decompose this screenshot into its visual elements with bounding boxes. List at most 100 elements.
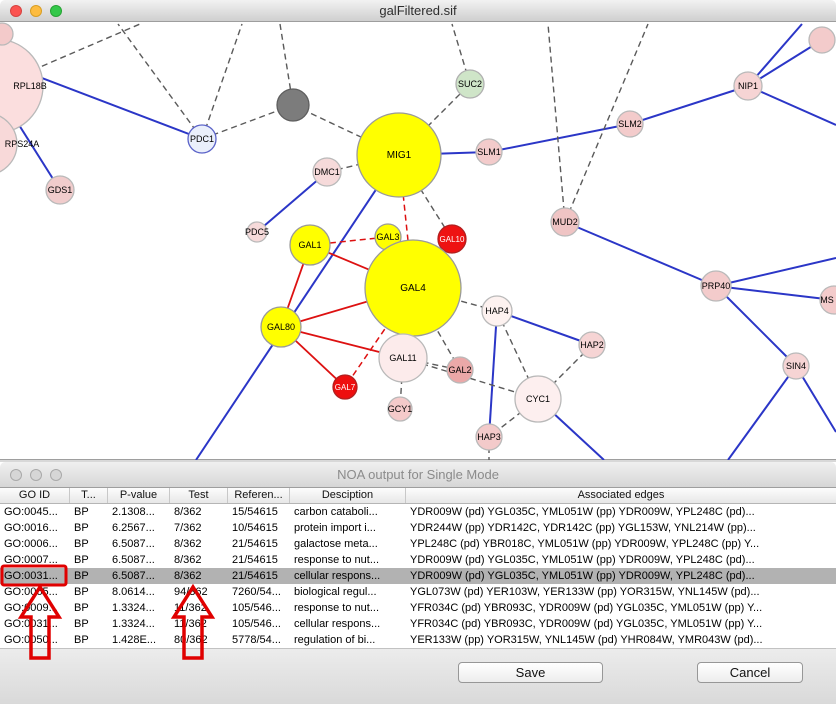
close-button[interactable]	[10, 5, 22, 17]
network-node-gal2[interactable]	[446, 356, 474, 384]
network-node-slm2[interactable]	[616, 110, 644, 138]
column-header[interactable]: T...	[70, 488, 108, 503]
close-button[interactable]	[10, 469, 22, 481]
table-cell: GO:0006...	[4, 538, 58, 550]
network-edge	[564, 23, 649, 223]
column-header[interactable]: Referen...	[228, 488, 290, 503]
network-node-gal10[interactable]	[437, 224, 467, 254]
network-node-nip1[interactable]	[733, 71, 763, 101]
table-cell: BP	[74, 586, 89, 598]
network-node-sin4[interactable]	[782, 352, 810, 380]
network-node-hap3[interactable]	[475, 423, 503, 451]
network-node-mig1[interactable]	[356, 112, 442, 198]
table-cell: 7260/54...	[232, 586, 281, 598]
network-node-rpl18b[interactable]	[0, 38, 44, 134]
network-edge	[715, 285, 797, 367]
table-cell: YDR009W (pd) YGL035C, YML051W (pp) YDR00…	[410, 506, 755, 518]
table-cell: YDR009W (pd) YGL035C, YML051W (pp) YDR00…	[410, 570, 755, 582]
network-node-pdc1[interactable]	[187, 124, 217, 154]
node-label: PRP40	[702, 281, 731, 291]
network-node-suc2[interactable]	[455, 69, 485, 99]
network-node-dmc1[interactable]	[312, 157, 342, 187]
node-label: MS	[820, 295, 834, 305]
network-node-corner-tr[interactable]	[808, 26, 836, 54]
minimize-button[interactable]	[30, 5, 42, 17]
table-cell: YGL073W (pd) YER103W, YER133W (pp) YOR31…	[410, 586, 760, 598]
table-cell: response to nut...	[294, 554, 379, 566]
network-node-mud2[interactable]	[550, 207, 580, 237]
column-header[interactable]: P-value	[108, 488, 170, 503]
table-cell: cellular respons...	[294, 618, 381, 630]
node-label: GAL11	[389, 353, 416, 363]
table-cell: 21/54615	[232, 538, 278, 550]
column-header[interactable]: GO ID	[0, 488, 70, 503]
table-cell: BP	[74, 506, 89, 518]
table-cell: BP	[74, 618, 89, 630]
network-node-gal1[interactable]	[289, 224, 331, 266]
table-cell: BP	[74, 522, 89, 534]
noa-window-title: NOA output for Single Mode	[337, 467, 499, 482]
network-node-cyc1[interactable]	[514, 375, 562, 423]
table-cell: 80/362	[174, 634, 208, 646]
network-node-hap2[interactable]	[578, 331, 606, 359]
table-cell: 1.428E...	[112, 634, 157, 646]
column-header[interactable]: Associated edges	[577, 489, 665, 501]
table-cell: BP	[74, 554, 89, 566]
network-edge	[547, 23, 566, 223]
network-node-gal11[interactable]	[378, 333, 428, 383]
network-node-slm1[interactable]	[475, 138, 503, 166]
network-node-pdc5[interactable]	[246, 221, 268, 243]
network-node-prp40[interactable]	[700, 270, 732, 302]
cancel-button[interactable]: Cancel	[697, 662, 803, 683]
node-label: CYC1	[526, 394, 550, 404]
table-cell: response to nut...	[294, 602, 379, 614]
node-label: GCY1	[388, 404, 413, 414]
table-cell: YER133W (pp) YOR315W, YNL145W (pd) YHR08…	[410, 634, 763, 646]
button-bar: Save Cancel	[0, 648, 836, 704]
save-button[interactable]: Save	[458, 662, 603, 683]
zoom-button[interactable]	[50, 469, 62, 481]
table-cell: 1.3324...	[112, 602, 155, 614]
column-header[interactable]: Test	[170, 488, 228, 503]
table-cell: YPL248C (pd) YBR018C, YML051W (pp) YDR00…	[410, 538, 760, 550]
network-node-gds1[interactable]	[45, 175, 75, 205]
node-label: SUC2	[458, 79, 482, 89]
network-edge	[496, 310, 593, 346]
network-edge	[496, 310, 539, 400]
table-cell: 21/54615	[232, 554, 278, 566]
network-edge	[715, 257, 836, 287]
network-node-msnode[interactable]	[819, 285, 836, 315]
node-label: HAP2	[580, 340, 604, 350]
table-cell: 8/362	[174, 506, 202, 518]
network-node-gcy1[interactable]	[387, 396, 413, 422]
node-label: MUD2	[552, 217, 578, 227]
table-cell: regulation of bi...	[294, 634, 376, 646]
network-node-gal80[interactable]	[260, 306, 302, 348]
table-cell: cellular respons...	[294, 570, 381, 582]
network-node-hap4[interactable]	[481, 295, 513, 327]
node-label: GAL1	[298, 240, 321, 250]
table-cell: GO:0031...	[4, 570, 58, 582]
minimize-button[interactable]	[30, 469, 42, 481]
table-cell: GO:0065...	[4, 586, 58, 598]
node-label: GAL3	[376, 232, 399, 242]
table-cell: BP	[74, 602, 89, 614]
network-node-rps24a[interactable]	[0, 113, 18, 175]
zoom-button[interactable]	[50, 5, 62, 17]
network-node-corner-tl[interactable]	[0, 22, 14, 46]
network-node-gal7[interactable]	[332, 374, 358, 400]
network-node-gray1[interactable]	[276, 88, 310, 122]
column-header[interactable]: Desciption	[290, 488, 406, 503]
